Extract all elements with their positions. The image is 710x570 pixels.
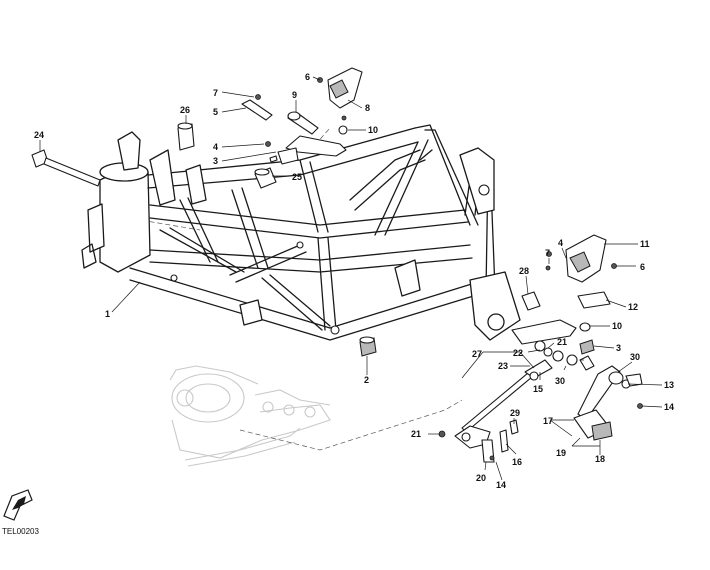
callout-20: 20 <box>476 473 486 483</box>
callout-3: 3 <box>213 156 218 166</box>
callout-17: 17 <box>543 416 553 426</box>
callout-7b: 7 <box>545 248 550 258</box>
callout-2: 2 <box>364 375 369 385</box>
callout-25: 25 <box>292 172 302 182</box>
part-2-bushing <box>359 336 377 357</box>
callout-30a: 30 <box>630 352 640 362</box>
callout-22: 22 <box>513 348 523 358</box>
callout-18: 18 <box>595 454 605 464</box>
callout-21: 21 <box>557 337 567 347</box>
drawing-code: TEL00203 <box>2 527 39 536</box>
callout-23: 23 <box>498 361 508 371</box>
callout-1: 1 <box>105 309 110 319</box>
callout-29: 29 <box>510 408 520 418</box>
callout-5: 5 <box>213 107 218 117</box>
callout-15: 15 <box>533 384 543 394</box>
callout-10b: 10 <box>612 321 622 331</box>
callout-28: 28 <box>519 266 529 276</box>
leader-lines <box>39 76 663 481</box>
callout-3b: 3 <box>616 343 621 353</box>
part-25-bushing <box>254 167 277 189</box>
callout-21b: 21 <box>411 429 421 439</box>
callout-13: 13 <box>664 380 674 390</box>
main-frame <box>81 124 521 341</box>
callout-6: 6 <box>305 72 310 82</box>
callout-8: 8 <box>365 103 370 113</box>
callout-10: 10 <box>368 125 378 135</box>
part-24-bolt <box>31 149 101 187</box>
callout-7: 7 <box>213 88 218 98</box>
callout-19: 19 <box>556 448 566 458</box>
callout-30b: 30 <box>555 376 565 386</box>
part-right-rearset <box>438 234 643 463</box>
callout-11: 11 <box>640 239 650 249</box>
part-26-bushing <box>177 122 195 151</box>
callout-12: 12 <box>628 302 638 312</box>
part-left-rearset <box>241 67 363 165</box>
callout-6b: 6 <box>640 262 645 272</box>
callout-labels: 24 26 25 7 5 4 3 6 9 8 10 1 2 7 4 11 6 2… <box>34 72 674 490</box>
orientation-arrow-icon <box>3 489 33 521</box>
callout-26: 26 <box>180 105 190 115</box>
engine-ghost-outline <box>169 365 331 467</box>
callout-14: 14 <box>664 402 674 412</box>
callout-16: 16 <box>512 457 522 467</box>
callout-24: 24 <box>34 130 44 140</box>
callout-9: 9 <box>292 90 297 100</box>
callout-14b: 14 <box>496 480 506 490</box>
callout-4b: 4 <box>558 238 563 248</box>
callout-4: 4 <box>213 142 218 152</box>
callout-27: 27 <box>472 349 482 359</box>
